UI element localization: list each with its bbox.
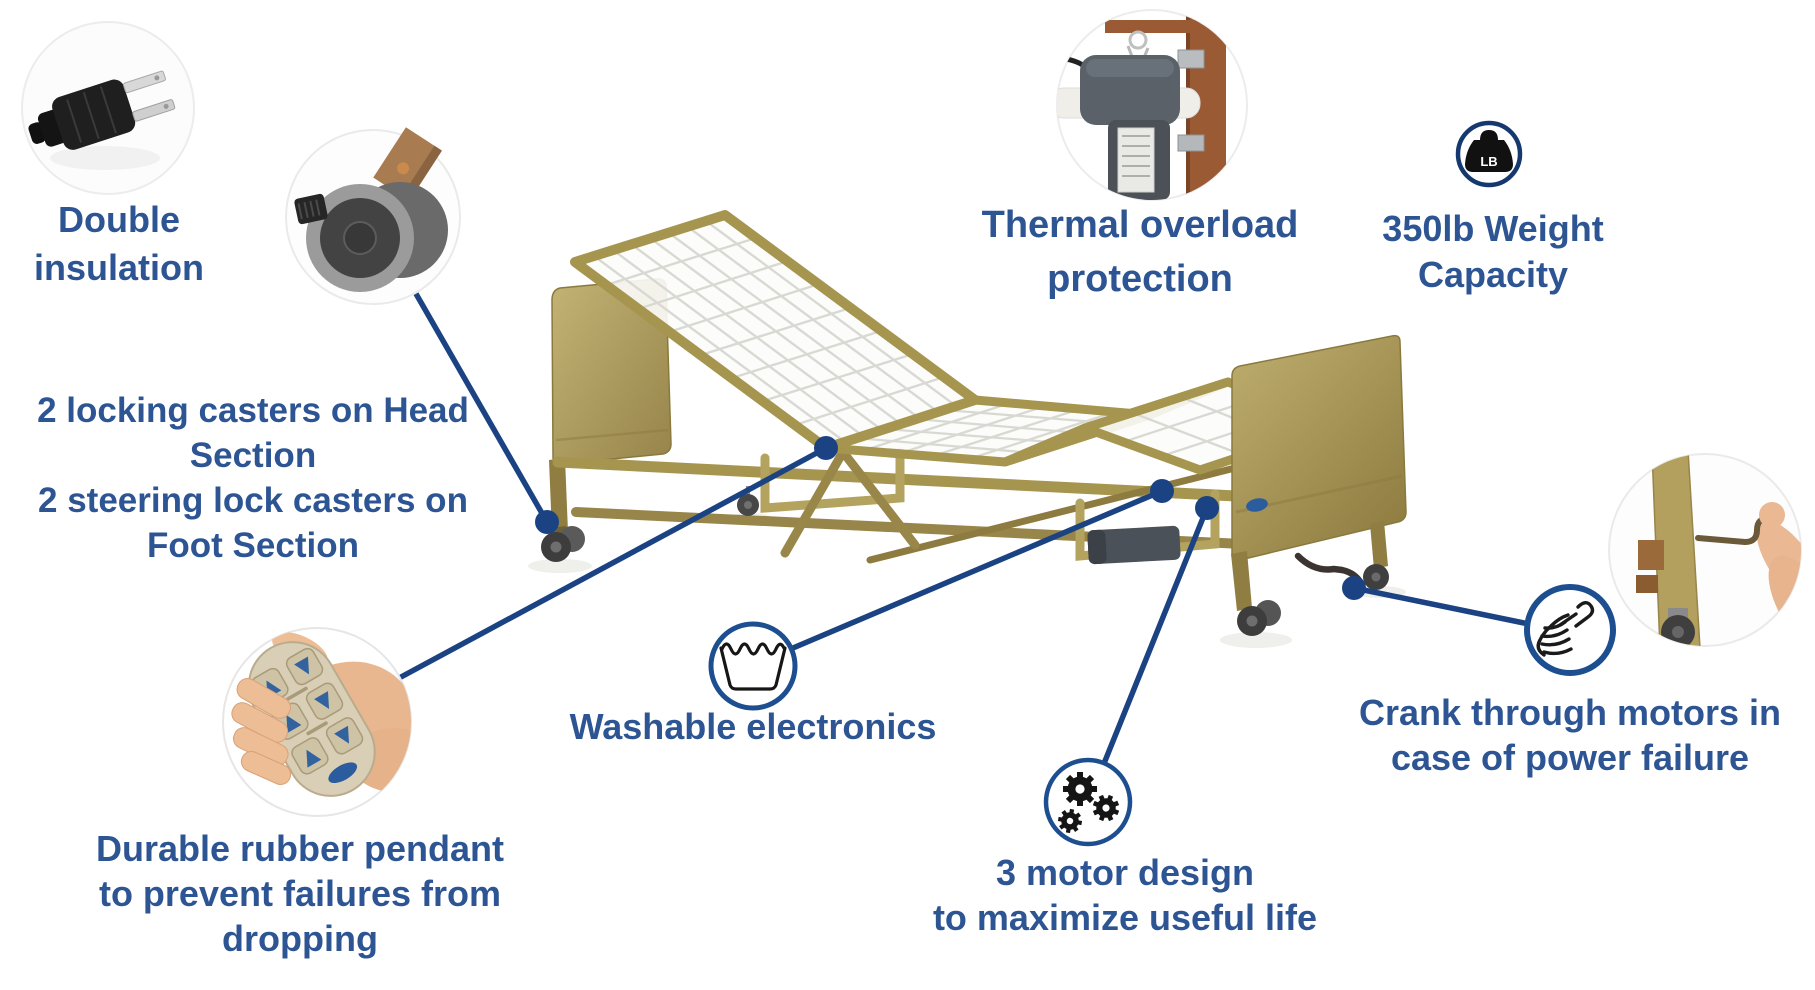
- head-deck-raised: [570, 210, 980, 453]
- label-line: to maximize useful life: [932, 897, 1318, 938]
- connector-dots: [535, 436, 1366, 600]
- label-line: Washable electronics: [569, 706, 937, 747]
- label-line: case of power failure: [1390, 737, 1750, 778]
- pendant-label: Durable rubber pendant to prevent failur…: [48, 826, 552, 961]
- crank-through-label: Crank through motors in case of power fa…: [1328, 690, 1812, 780]
- label-line: Foot Section: [147, 526, 359, 565]
- label-line: Thermal overload: [981, 204, 1299, 246]
- label-line: Double: [58, 199, 180, 240]
- crank-connector-line: [1351, 585, 1527, 626]
- motor-design-label: 3 motor design to maximize useful life: [872, 850, 1378, 940]
- bed-motor-photo: [1056, 9, 1248, 201]
- label-line: Section: [189, 436, 317, 475]
- headboard-crease: [555, 428, 669, 442]
- gears-icon: [1043, 757, 1133, 847]
- hand-crank-photo: [1608, 453, 1802, 647]
- caster-connector-line: [412, 289, 550, 525]
- label-line: 2 locking casters on Head: [37, 391, 469, 430]
- label-line: to prevent failures from: [98, 873, 502, 914]
- laundry-wash-icon: [708, 621, 798, 711]
- hand-holding-pendant-photo: [222, 627, 412, 817]
- casters-label: 2 locking casters on Head Section 2 stee…: [10, 388, 496, 568]
- gears-connector-line: [1102, 505, 1210, 764]
- label-line: 2 steering lock casters on: [38, 481, 468, 520]
- label-line: Capacity: [1417, 254, 1569, 295]
- label-line: protection: [1047, 258, 1233, 300]
- crank-connector-dot: [1342, 576, 1366, 600]
- washable-connector-dot: [1150, 479, 1174, 503]
- washable-electronics-label: Washable electronics: [550, 706, 956, 748]
- caster-connector-dot: [535, 510, 559, 534]
- weight-capacity-label: 350lb Weight Capacity: [1340, 206, 1646, 298]
- label-line: dropping: [222, 918, 378, 959]
- label-line: Durable rubber pendant: [95, 828, 505, 869]
- thermal-overload-label: Thermal overload protection: [930, 198, 1350, 306]
- connector-lines: [398, 289, 1527, 764]
- label-line: insulation: [34, 247, 204, 288]
- double-insulation-label: Double insulation: [14, 196, 224, 292]
- brand-logo: [1246, 498, 1268, 512]
- pendant-connector-dot: [814, 436, 838, 460]
- label-line: 350lb Weight: [1382, 208, 1604, 249]
- label-line: 3 motor design: [995, 852, 1255, 893]
- power-plug-photo: [21, 21, 195, 195]
- bed-casters: [541, 526, 1389, 636]
- bed-motor-box: [1087, 525, 1181, 565]
- gears-connector-dot: [1195, 496, 1219, 520]
- weight-icon-label: LB: [1480, 154, 1497, 169]
- footboard-front-post: [1231, 551, 1252, 611]
- hand-icon: [1524, 584, 1616, 676]
- footboard-rear-post: [1370, 521, 1388, 569]
- hospital-bed-illustration: [528, 210, 1407, 648]
- pendant-connector-line: [398, 445, 829, 680]
- weight-lb-icon: LB: [1455, 120, 1523, 188]
- label-line: Crank through motors in: [1359, 692, 1781, 733]
- washable-connector-line: [790, 488, 1165, 651]
- locking-caster-photo: [285, 127, 461, 305]
